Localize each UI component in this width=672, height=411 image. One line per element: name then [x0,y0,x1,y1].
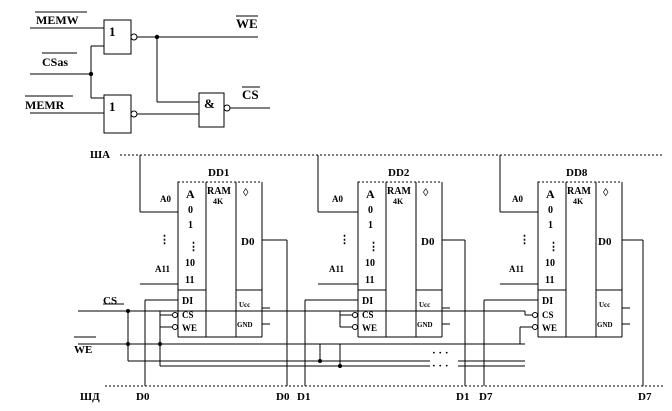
pin-we: WE [182,323,197,333]
chip-id: DD1 [208,167,229,179]
pin-ucc: Ucc [599,301,610,309]
pin-gnd: GND [237,321,253,329]
pin-ellipsis: ⋮ [548,241,559,253]
chip-size: 4K [573,197,584,206]
and-inverter [223,104,231,112]
pin-we: WE [542,323,557,333]
we-left-label: WE [74,344,92,356]
tap-a11: A11 [509,264,525,274]
pin-d0-out: D0 [421,236,435,248]
pin-cs: CS [542,310,554,320]
we-inverter [352,324,358,330]
chip-dd1: DD1 A 0 1 ⋮ 10 11 DI CS WE RAM 4K ◊ D0 U… [139,155,288,386]
we-output-label: WE [236,16,258,31]
data-line-label: D7 [479,391,493,403]
tristate-icon: ◊ [243,187,249,199]
cs-left-label: CS [103,295,117,307]
data-line-label: D1 [297,391,310,403]
pin-a11: 11 [545,275,554,286]
junction-dot [88,71,94,77]
pin-cs: CS [362,310,374,320]
we-inverter [172,324,178,330]
and-gate-label: & [204,96,215,111]
pin-d0-out: D0 [241,236,255,248]
pin-a10: 10 [365,258,375,269]
pin-d0-out: D0 [598,236,612,248]
tap-a11: A11 [155,264,171,274]
cs-inverter [172,312,178,318]
tap-ellipsis: ⋮ [159,234,170,246]
chip-type: RAM [207,186,231,197]
pin-a1: 1 [188,220,193,231]
data-line-label: D0 [276,391,290,403]
ellipsis-h-2: · · · [432,360,449,372]
pin-a: A [366,187,375,201]
chip-size: 4K [213,197,224,206]
data-bus-label: ШД [80,391,100,403]
pin-a10: 10 [545,258,555,269]
memr-label: MEMR [25,98,65,112]
and-gate [198,92,225,128]
pin-a: A [546,187,555,201]
pin-di: DI [362,296,373,307]
tap-ellipsis: ⋮ [339,234,350,246]
chip-dd8: DD8 A 0 1 ⋮ 10 11 DI CS WE RAM 4K ◊ D0 U… [483,155,644,386]
pin-a0: 0 [368,205,373,216]
pin-gnd: GND [417,321,433,329]
tap-a0: A0 [332,194,343,204]
pin-we: WE [362,323,377,333]
pin-a11: 11 [185,275,194,286]
or-gate-bottom-label: 1 [109,99,116,114]
or-top-inverter [130,33,138,41]
pin-ellipsis: ⋮ [188,241,199,253]
pin-gnd: GND [597,321,613,329]
or-gate-top-label: 1 [109,24,116,39]
pin-a1: 1 [368,220,373,231]
pin-ucc: Ucc [419,301,430,309]
csas-label: CSas [42,55,68,69]
pin-a: A [186,187,195,201]
or-bottom-inverter [130,110,138,118]
tap-a11: A11 [329,264,345,274]
chip-dd2: DD2 A 0 1 ⋮ 10 11 DI CS WE RAM 4K ◊ D0 U… [304,155,466,386]
we-inverter [532,324,538,330]
pin-a0: 0 [188,205,193,216]
or-gate-bottom [103,94,132,134]
pin-ellipsis: ⋮ [368,241,379,253]
tap-a0: A0 [512,194,523,204]
tap-ellipsis: ⋮ [519,234,530,246]
memw-label: MEMW [36,13,79,27]
pin-di: DI [182,296,193,307]
data-line-label: D1 [456,391,469,403]
pin-a11: 11 [365,275,374,286]
chip-id: DD8 [566,167,588,179]
tristate-icon: ◊ [423,187,429,199]
chip-type: RAM [387,186,411,197]
tap-a0: A0 [160,194,171,204]
ellipsis-h-1: · · · [432,347,449,359]
data-line-label: D0 [136,391,150,403]
chip-type: RAM [567,186,591,197]
cs-inverter [532,312,538,318]
cs-inverter [352,312,358,318]
address-bus-label: ША [90,149,110,161]
tristate-icon: ◊ [603,187,609,199]
cs-output-label: CS [242,87,259,102]
pin-a10: 10 [185,258,195,269]
pin-cs: CS [182,310,194,320]
pin-a0: 0 [548,205,553,216]
data-line-label: D7 [638,391,652,403]
chip-size: 4K [393,197,404,206]
pin-a1: 1 [548,220,553,231]
pin-ucc: Ucc [239,301,250,309]
chip-id: DD2 [388,167,410,179]
pin-di: DI [542,296,553,307]
